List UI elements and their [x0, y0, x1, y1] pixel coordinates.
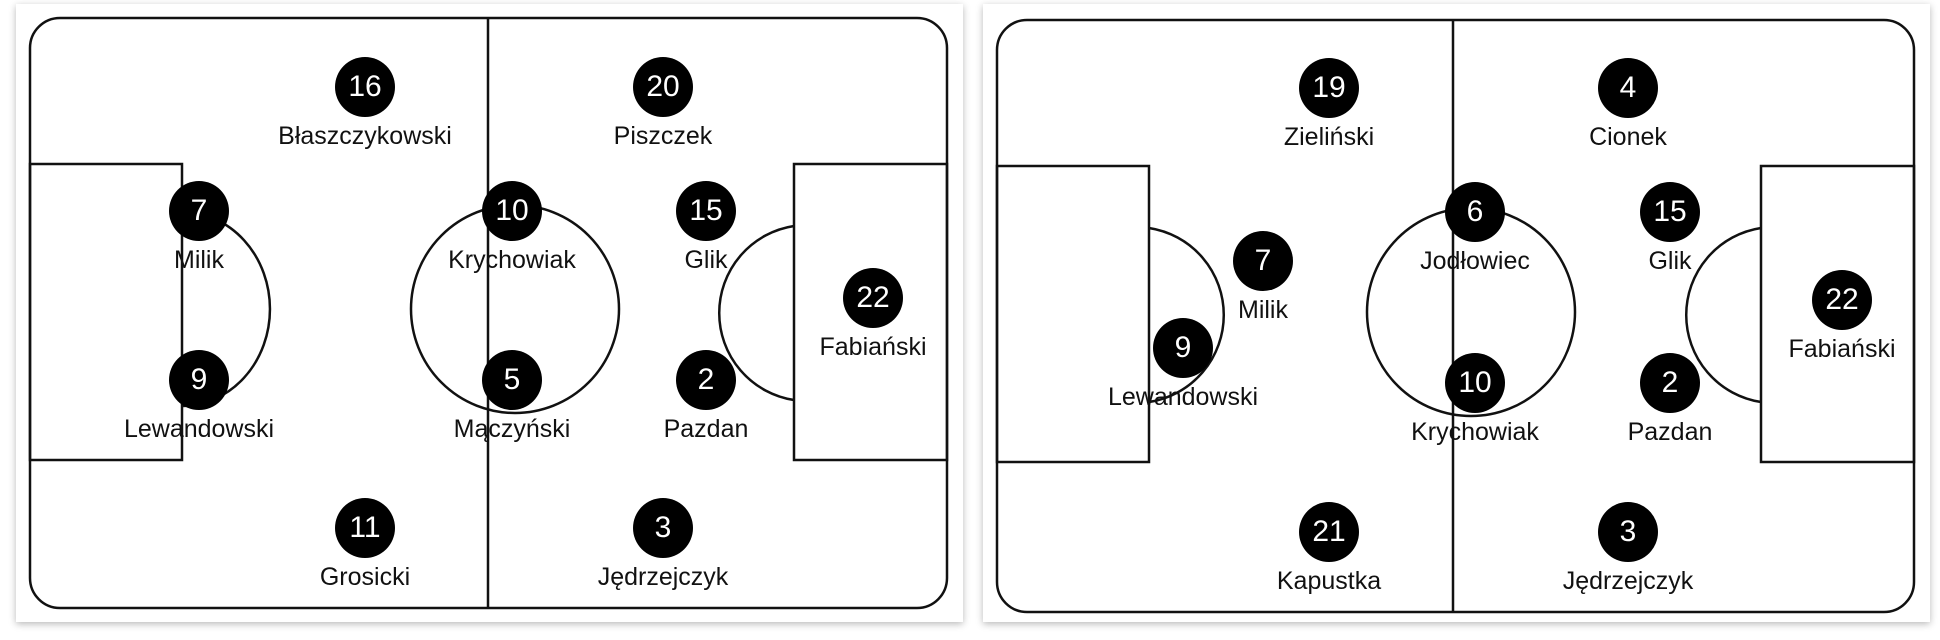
- pitch-diagram-right: [995, 18, 1916, 614]
- player-name: Kapustka: [1276, 567, 1382, 595]
- player-name: Fabiański: [819, 333, 927, 361]
- jersey-number-badge: 15: [1640, 182, 1700, 242]
- jersey-number-badge: 10: [482, 181, 542, 241]
- jersey-number-badge: 7: [1233, 231, 1293, 291]
- player-name: Jędrzejczyk: [597, 563, 729, 591]
- penalty-area-right: [792, 162, 949, 462]
- pitch-diagram-left: [28, 16, 949, 610]
- penalty-arc-right: [1684, 226, 1762, 404]
- player-name: Pazdan: [1627, 418, 1713, 446]
- player-name: Piszczek: [613, 122, 713, 150]
- jersey-number-badge: 10: [1445, 353, 1505, 413]
- player-name: Zieliński: [1283, 123, 1375, 151]
- jersey-number-badge: 4: [1598, 58, 1658, 118]
- player-name: Jodłowiec: [1420, 247, 1530, 275]
- jersey-number-badge: 21: [1299, 502, 1359, 562]
- player-name: Cionek: [1589, 123, 1667, 151]
- jersey-number-badge: 16: [335, 57, 395, 117]
- penalty-arc-right: [717, 224, 795, 402]
- jersey-number-badge: 20: [633, 57, 693, 117]
- jersey-number-badge: 22: [843, 268, 903, 328]
- jersey-number-badge: 15: [676, 181, 736, 241]
- player-name: Mączyński: [453, 415, 571, 443]
- player-name: Glik: [1648, 247, 1692, 275]
- player-name: Glik: [684, 246, 728, 274]
- jersey-number-badge: 19: [1299, 58, 1359, 118]
- formation-panel-left: 16 Błaszczykowski 20 Piszczek 7 Milik 10…: [16, 4, 963, 622]
- jersey-number-badge: 9: [1153, 318, 1213, 378]
- player-name: Pazdan: [663, 415, 749, 443]
- player-name: Milik: [174, 246, 224, 274]
- player-name: Grosicki: [319, 563, 411, 591]
- jersey-number-badge: 7: [169, 181, 229, 241]
- penalty-arc-left: [1148, 226, 1226, 404]
- jersey-number-badge: 22: [1812, 270, 1872, 330]
- penalty-area-left: [995, 164, 1151, 464]
- player-name: Lewandowski: [123, 415, 275, 443]
- player-name: Błaszczykowski: [278, 122, 452, 150]
- penalty-area-left: [28, 162, 184, 462]
- jersey-number-badge: 3: [1598, 502, 1658, 562]
- formation-panel-right: 19 Zieliński 4 Cionek 6 Jodłowiec 15 Gli…: [983, 4, 1930, 622]
- jersey-number-badge: 2: [676, 350, 736, 410]
- player-name: Krychowiak: [1411, 418, 1539, 446]
- jersey-number-badge: 11: [335, 498, 395, 558]
- player-name: Krychowiak: [448, 246, 576, 274]
- jersey-number-badge: 5: [482, 350, 542, 410]
- player-name: Milik: [1238, 296, 1288, 324]
- player-name: Jędrzejczyk: [1562, 567, 1694, 595]
- jersey-number-badge: 9: [169, 350, 229, 410]
- jersey-number-badge: 2: [1640, 353, 1700, 413]
- jersey-number-badge: 6: [1445, 182, 1505, 242]
- jersey-number-badge: 3: [633, 498, 693, 558]
- player-name: Fabiański: [1788, 335, 1896, 363]
- player-name: Lewandowski: [1107, 383, 1259, 411]
- penalty-area-right: [1759, 164, 1916, 464]
